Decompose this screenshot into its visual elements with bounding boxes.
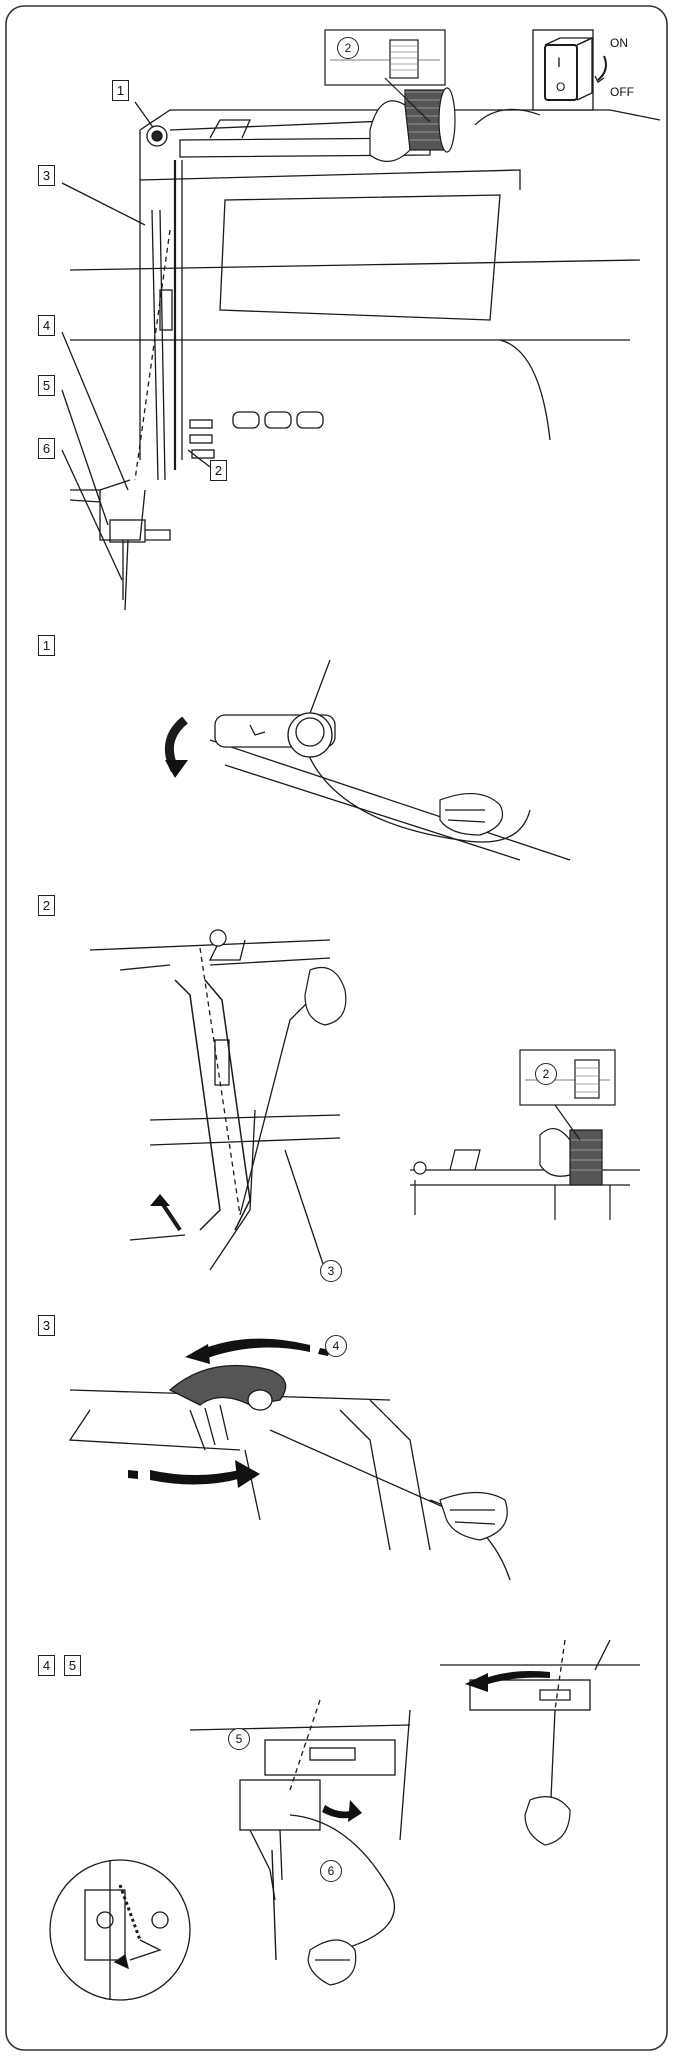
step-2-marker-2: 2 bbox=[535, 1063, 557, 1085]
hand-icon bbox=[369, 100, 541, 162]
step-2-marker-3: 3 bbox=[320, 1260, 342, 1282]
step-1-panel: 1 bbox=[10, 620, 663, 880]
overview-callout-3: 3 bbox=[38, 165, 55, 186]
step-3-illustration bbox=[68, 1338, 511, 1581]
switch-off-glyph: O bbox=[556, 80, 566, 94]
overview-callout-4: 4 bbox=[38, 315, 55, 336]
step-5-label: 5 bbox=[64, 1655, 81, 1676]
switch-off-label: OFF bbox=[610, 85, 634, 99]
step-3-marker-4: 4 bbox=[325, 1335, 347, 1357]
step-3-panel: 3 4 bbox=[10, 1300, 663, 1640]
hand-icon bbox=[439, 792, 504, 836]
spool-icon bbox=[404, 87, 456, 153]
step-2-panel: 2 2 3 bbox=[10, 880, 663, 1300]
step-2-illustration bbox=[89, 929, 640, 1271]
hand-icon bbox=[304, 966, 347, 1026]
step-3-label: 3 bbox=[38, 1315, 55, 1336]
needle-icon bbox=[271, 1849, 277, 1961]
hand-icon bbox=[439, 1491, 508, 1541]
step-4-5-marker-5: 5 bbox=[228, 1728, 250, 1750]
step-4-label: 4 bbox=[38, 1655, 55, 1676]
switch-on-label: ON bbox=[610, 36, 628, 50]
arrow-icon bbox=[128, 1338, 330, 1488]
take-up-lever-icon bbox=[168, 1364, 287, 1451]
tension-dial-icon bbox=[146, 125, 168, 147]
overview-callout-5: 5 bbox=[38, 375, 55, 396]
power-switch-icon bbox=[532, 29, 607, 111]
spool-side-view bbox=[410, 1128, 640, 1220]
machine-overview-illustration bbox=[61, 29, 661, 611]
spool-inset bbox=[519, 1049, 616, 1141]
switch-on-glyph: I bbox=[557, 54, 561, 70]
overview-callout-2: 2 bbox=[210, 460, 227, 481]
step-4-5-marker-6: 6 bbox=[320, 1860, 342, 1882]
step-1-illustration bbox=[164, 659, 571, 861]
step-4-5-illustration bbox=[49, 1640, 640, 2001]
step-4-5-panel: 4 5 5 6 bbox=[10, 1640, 663, 2040]
overview-callout-6: 6 bbox=[38, 438, 55, 459]
step-1-label: 1 bbox=[38, 635, 55, 656]
overview-spool-marker: 2 bbox=[337, 37, 359, 59]
hand-icon bbox=[307, 1796, 571, 1986]
step-2-label: 2 bbox=[38, 895, 55, 916]
tension-dial-icon bbox=[209, 929, 227, 947]
overview-callout-1: 1 bbox=[112, 80, 129, 101]
arrow-icon bbox=[322, 1671, 550, 1822]
overview-panel: 1 3 4 5 2 6 2 ON OFF I O bbox=[10, 20, 663, 620]
tension-dial-icon bbox=[214, 712, 336, 758]
